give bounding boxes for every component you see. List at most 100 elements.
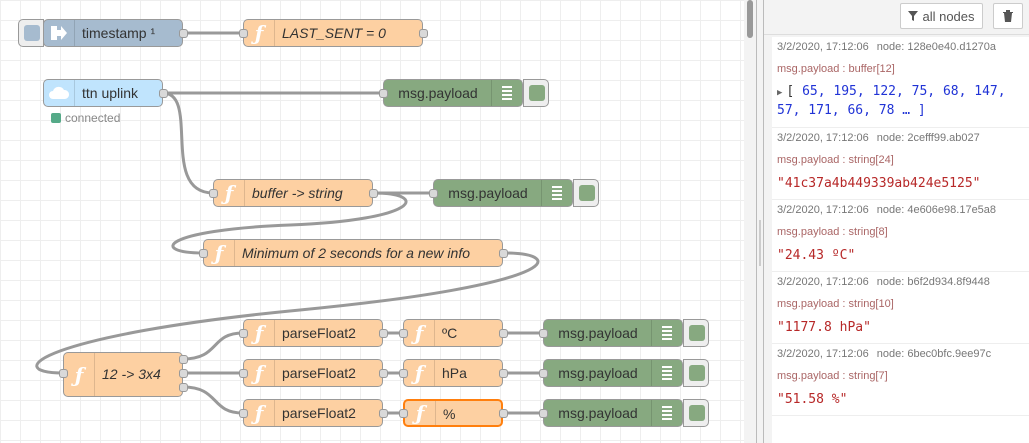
function-icon: ƒ bbox=[404, 320, 435, 346]
message-value[interactable]: ▶[ 65, 195, 122, 75, 68, 147, 57, 171, 6… bbox=[777, 83, 1024, 119]
message-topic: msg.payload : string[7] bbox=[777, 370, 888, 382]
function-node-parse-3[interactable]: ƒ parseFloat2 bbox=[243, 399, 383, 427]
debug-node-ttn[interactable]: msg.payload bbox=[383, 79, 523, 107]
function-node-buffer[interactable]: ƒ buffer -> string bbox=[213, 179, 373, 207]
function-label: ºC bbox=[442, 325, 458, 341]
filter-label: all nodes bbox=[922, 8, 975, 24]
input-port[interactable] bbox=[239, 29, 248, 38]
message-timestamp: 3/2/2020, 17:12:06 bbox=[777, 41, 869, 53]
function-icon: ƒ bbox=[404, 360, 435, 386]
output-port[interactable] bbox=[369, 189, 378, 198]
expand-triangle-icon[interactable]: ▶ bbox=[777, 88, 783, 98]
debug-sidebar: all nodes 3/2/2020, 17:12:06 node: 128e0e… bbox=[764, 0, 1029, 443]
output-port-3[interactable] bbox=[179, 383, 188, 392]
output-port-2[interactable] bbox=[179, 369, 188, 378]
message-topic: msg.payload : string[8] bbox=[777, 226, 888, 238]
input-port[interactable] bbox=[539, 329, 548, 338]
function-label: parseFloat2 bbox=[282, 365, 356, 381]
clear-button[interactable] bbox=[993, 3, 1023, 29]
function-label: Minimum of 2 seconds for a new info bbox=[242, 245, 470, 261]
debug-node-percent[interactable]: msg.payload bbox=[543, 399, 683, 427]
debug-toggle-button[interactable] bbox=[523, 79, 549, 107]
input-port[interactable] bbox=[399, 369, 408, 378]
list-icon bbox=[651, 400, 682, 426]
debug-node-hpa[interactable]: msg.payload bbox=[543, 359, 683, 387]
message-timestamp: 3/2/2020, 17:12:06 bbox=[777, 132, 869, 144]
input-port[interactable] bbox=[199, 249, 208, 258]
input-port[interactable] bbox=[539, 409, 548, 418]
function-label: 12 -> 3x4 bbox=[102, 366, 161, 382]
ttn-output-port[interactable] bbox=[159, 89, 168, 98]
message-topic: msg.payload : string[10] bbox=[777, 298, 894, 310]
debug-node-buffer[interactable]: msg.payload bbox=[433, 179, 573, 207]
status-text: connected bbox=[65, 111, 121, 125]
canvas-scrollbar[interactable] bbox=[744, 0, 756, 443]
input-port[interactable] bbox=[239, 329, 248, 338]
input-port[interactable] bbox=[209, 189, 218, 198]
debug-node-celsius[interactable]: msg.payload bbox=[543, 319, 683, 347]
function-node-parse-2[interactable]: ƒ parseFloat2 bbox=[243, 359, 383, 387]
debug-toggle-button[interactable] bbox=[683, 359, 709, 387]
message-value[interactable]: "24.43 ºC" bbox=[777, 248, 856, 263]
output-port[interactable] bbox=[499, 329, 508, 338]
input-port[interactable] bbox=[379, 89, 388, 98]
function-icon: ƒ bbox=[64, 353, 95, 396]
input-port[interactable] bbox=[239, 369, 248, 378]
inject-node[interactable]: timestamp ¹ bbox=[43, 19, 183, 47]
message-topic: msg.payload : buffer[12] bbox=[777, 63, 895, 75]
function-node-last-sent[interactable]: ƒ LAST_SENT = 0 bbox=[243, 19, 423, 47]
output-port[interactable] bbox=[499, 249, 508, 258]
function-node-split[interactable]: ƒ 12 -> 3x4 bbox=[63, 352, 183, 397]
output-port[interactable] bbox=[499, 369, 508, 378]
function-node-parse-1[interactable]: ƒ parseFloat2 bbox=[243, 319, 383, 347]
message-timestamp: 3/2/2020, 17:12:06 bbox=[777, 276, 869, 288]
ttn-uplink-node[interactable]: ttn uplink bbox=[43, 79, 163, 107]
wire-buffer-minimum bbox=[171, 191, 408, 255]
debug-toggle-button[interactable] bbox=[683, 319, 709, 347]
debug-label: msg.payload bbox=[448, 185, 528, 201]
input-port[interactable] bbox=[399, 329, 408, 338]
cloud-icon bbox=[44, 80, 75, 106]
filter-button[interactable]: all nodes bbox=[900, 3, 983, 29]
debug-toggle-button[interactable] bbox=[573, 179, 599, 207]
value-line-1: 65, 195, 122, 75, 68, 147, bbox=[802, 84, 1006, 99]
flow-canvas[interactable]: timestamp ¹ ƒ LAST_SENT = 0 ttn uplink c… bbox=[0, 0, 744, 443]
message-node: node: 128e0e40.d1270a bbox=[876, 41, 997, 53]
inject-button[interactable] bbox=[18, 19, 44, 47]
input-port[interactable] bbox=[59, 369, 68, 378]
message-topic: msg.payload : string[24] bbox=[777, 154, 894, 166]
input-port[interactable] bbox=[539, 369, 548, 378]
splitter-grip-icon bbox=[759, 220, 761, 266]
function-node-celsius[interactable]: ƒ ºC bbox=[403, 319, 503, 347]
function-icon: ƒ bbox=[244, 400, 275, 426]
function-node-percent[interactable]: ƒ % bbox=[403, 399, 503, 427]
inject-arrow-icon bbox=[44, 20, 75, 46]
message-node: node: 4e606e98.17e5a8 bbox=[876, 204, 997, 216]
wire-ttn-buffer bbox=[162, 91, 214, 195]
inject-output-port[interactable] bbox=[179, 29, 188, 38]
debug-toggle-button[interactable] bbox=[683, 399, 709, 427]
output-port[interactable] bbox=[379, 409, 388, 418]
input-port[interactable] bbox=[429, 189, 438, 198]
scrollbar-thumb[interactable] bbox=[747, 0, 753, 38]
message-value[interactable]: "41c37a4b449339ab424e5125" bbox=[777, 176, 981, 191]
message-value[interactable]: "1177.8 hPa" bbox=[777, 320, 871, 335]
message-value[interactable]: "51.58 %" bbox=[777, 392, 848, 407]
output-port[interactable] bbox=[499, 409, 508, 418]
input-port[interactable] bbox=[399, 409, 408, 418]
function-node-hpa[interactable]: ƒ hPa bbox=[403, 359, 503, 387]
output-port-1[interactable] bbox=[179, 355, 188, 364]
input-port[interactable] bbox=[239, 409, 248, 418]
function-node-minimum[interactable]: ƒ Minimum of 2 seconds for a new info bbox=[203, 239, 503, 267]
output-port[interactable] bbox=[419, 29, 428, 38]
output-port[interactable] bbox=[379, 369, 388, 378]
output-port[interactable] bbox=[379, 329, 388, 338]
sidebar-splitter[interactable] bbox=[756, 0, 764, 443]
wire-split-parse1 bbox=[182, 331, 244, 361]
